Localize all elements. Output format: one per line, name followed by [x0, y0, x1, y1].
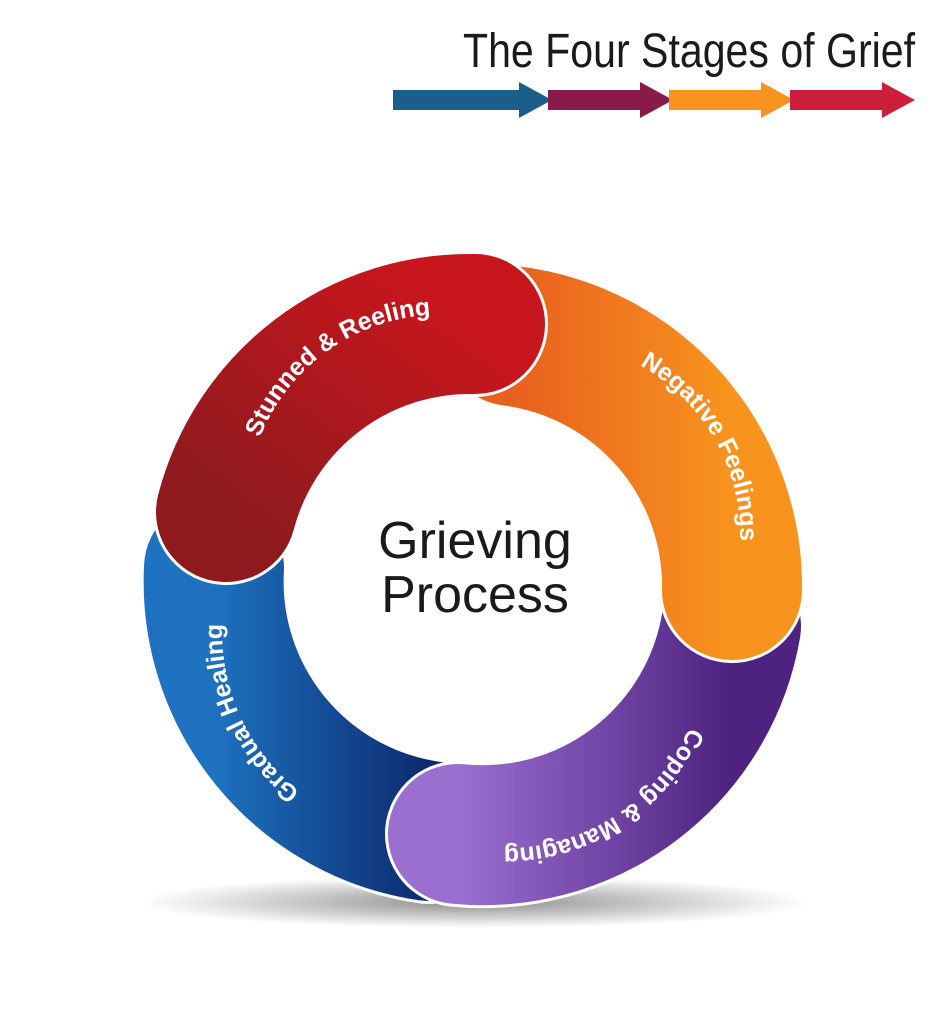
arrow-segment-4 — [790, 90, 886, 110]
ring — [140, 250, 806, 909]
arrow-head-4 — [882, 82, 915, 118]
segment-gradual-healing — [143, 498, 499, 901]
arrow-head-1 — [519, 82, 552, 118]
arrow-segment-1 — [393, 90, 523, 110]
segment-coping-managing — [388, 556, 801, 906]
segment-negative-feelings — [442, 266, 803, 660]
diagram-title: The Four Stages of Grief — [463, 25, 916, 78]
arrow-bar — [393, 82, 915, 118]
arrow-head-2 — [640, 82, 673, 118]
center-title-line1: Grieving — [378, 512, 572, 570]
arrow-segment-3 — [669, 90, 765, 110]
center-title-line2: Process — [381, 566, 569, 624]
arrow-segment-2 — [548, 90, 644, 110]
segment-stunned-reeling — [156, 253, 545, 582]
arrow-head-3 — [761, 82, 794, 118]
